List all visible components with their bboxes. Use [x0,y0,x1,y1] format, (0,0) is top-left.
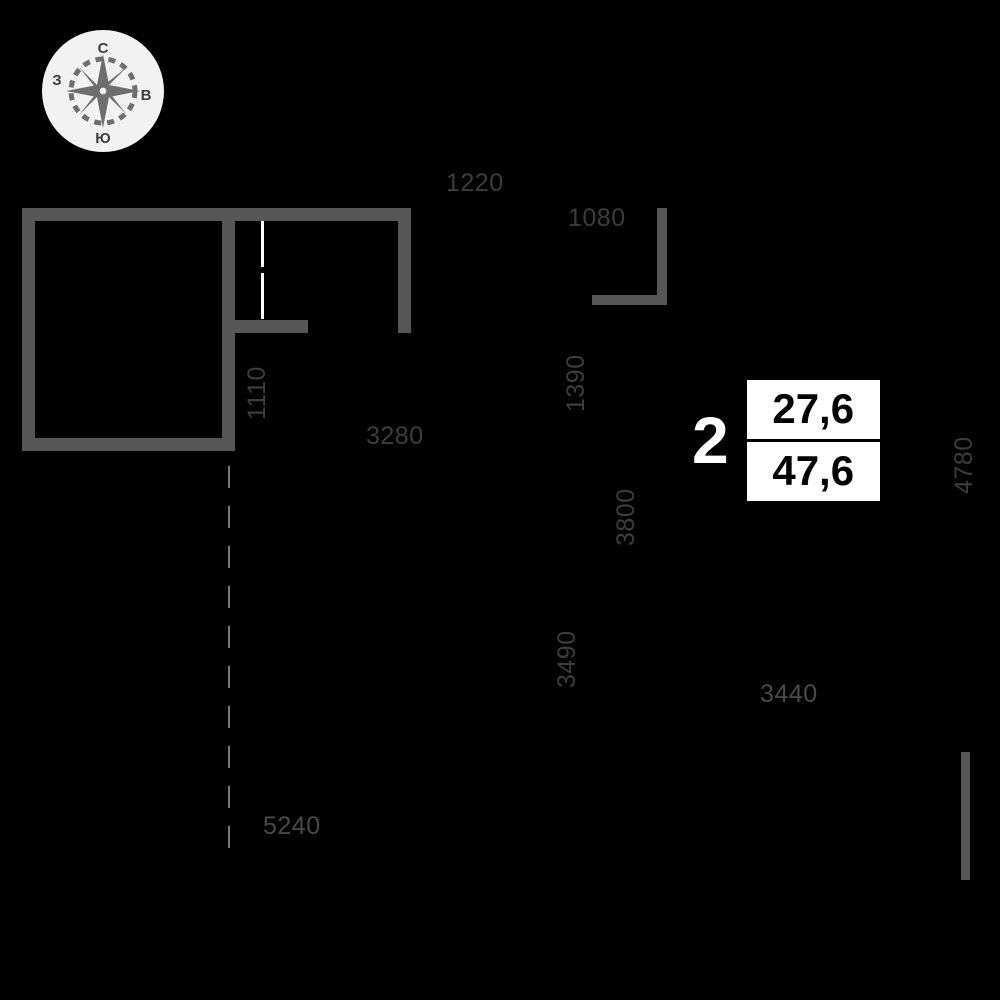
dimension-label-3440: 3440 [760,680,818,708]
dimension-label-1390: 1390 [562,354,590,412]
dimension-label-5240: 5240 [263,812,321,840]
partition-marker [261,221,264,323]
area-values-box: 27,6 47,6 [746,379,880,501]
wall-loggia-vertical [657,208,667,305]
apartment-info-block: 2 27,6 47,6 [692,379,880,501]
wall-left-room-bottom [22,438,235,451]
dimension-label-3800: 3800 [612,488,640,546]
compass-label-south: Ю [95,130,110,147]
compass-rose: С В Ю З [42,30,164,152]
compass-label-east: В [141,87,152,104]
wall-left-room-right [222,208,235,451]
compass-label-west: З [52,72,61,89]
wall-left-outer [22,208,35,451]
wall-top-outer [22,208,411,221]
compass-star-icon [66,54,140,128]
compass-label-north: С [98,40,109,57]
dimension-label-3490: 3490 [553,630,581,688]
wall-upper-right-room-right [398,208,411,328]
dimension-label-4780: 4780 [950,436,978,494]
total-area-value: 47,6 [772,446,855,494]
dimension-label-1220: 1220 [446,169,504,197]
axis-dashed-line [228,466,230,850]
dimension-label-1110: 1110 [243,366,271,420]
dimension-label-1080: 1080 [568,204,626,232]
wall-upper-right-room-bottom-stub [398,315,411,333]
wall-upper-right-room-bottom [235,320,308,333]
room-count-label: 2 [692,403,729,477]
living-area-value: 27,6 [746,380,880,442]
wall-loggia-horizontal [592,295,667,305]
wall-right-lower-segment [961,752,970,880]
dimension-label-3280: 3280 [366,422,424,450]
